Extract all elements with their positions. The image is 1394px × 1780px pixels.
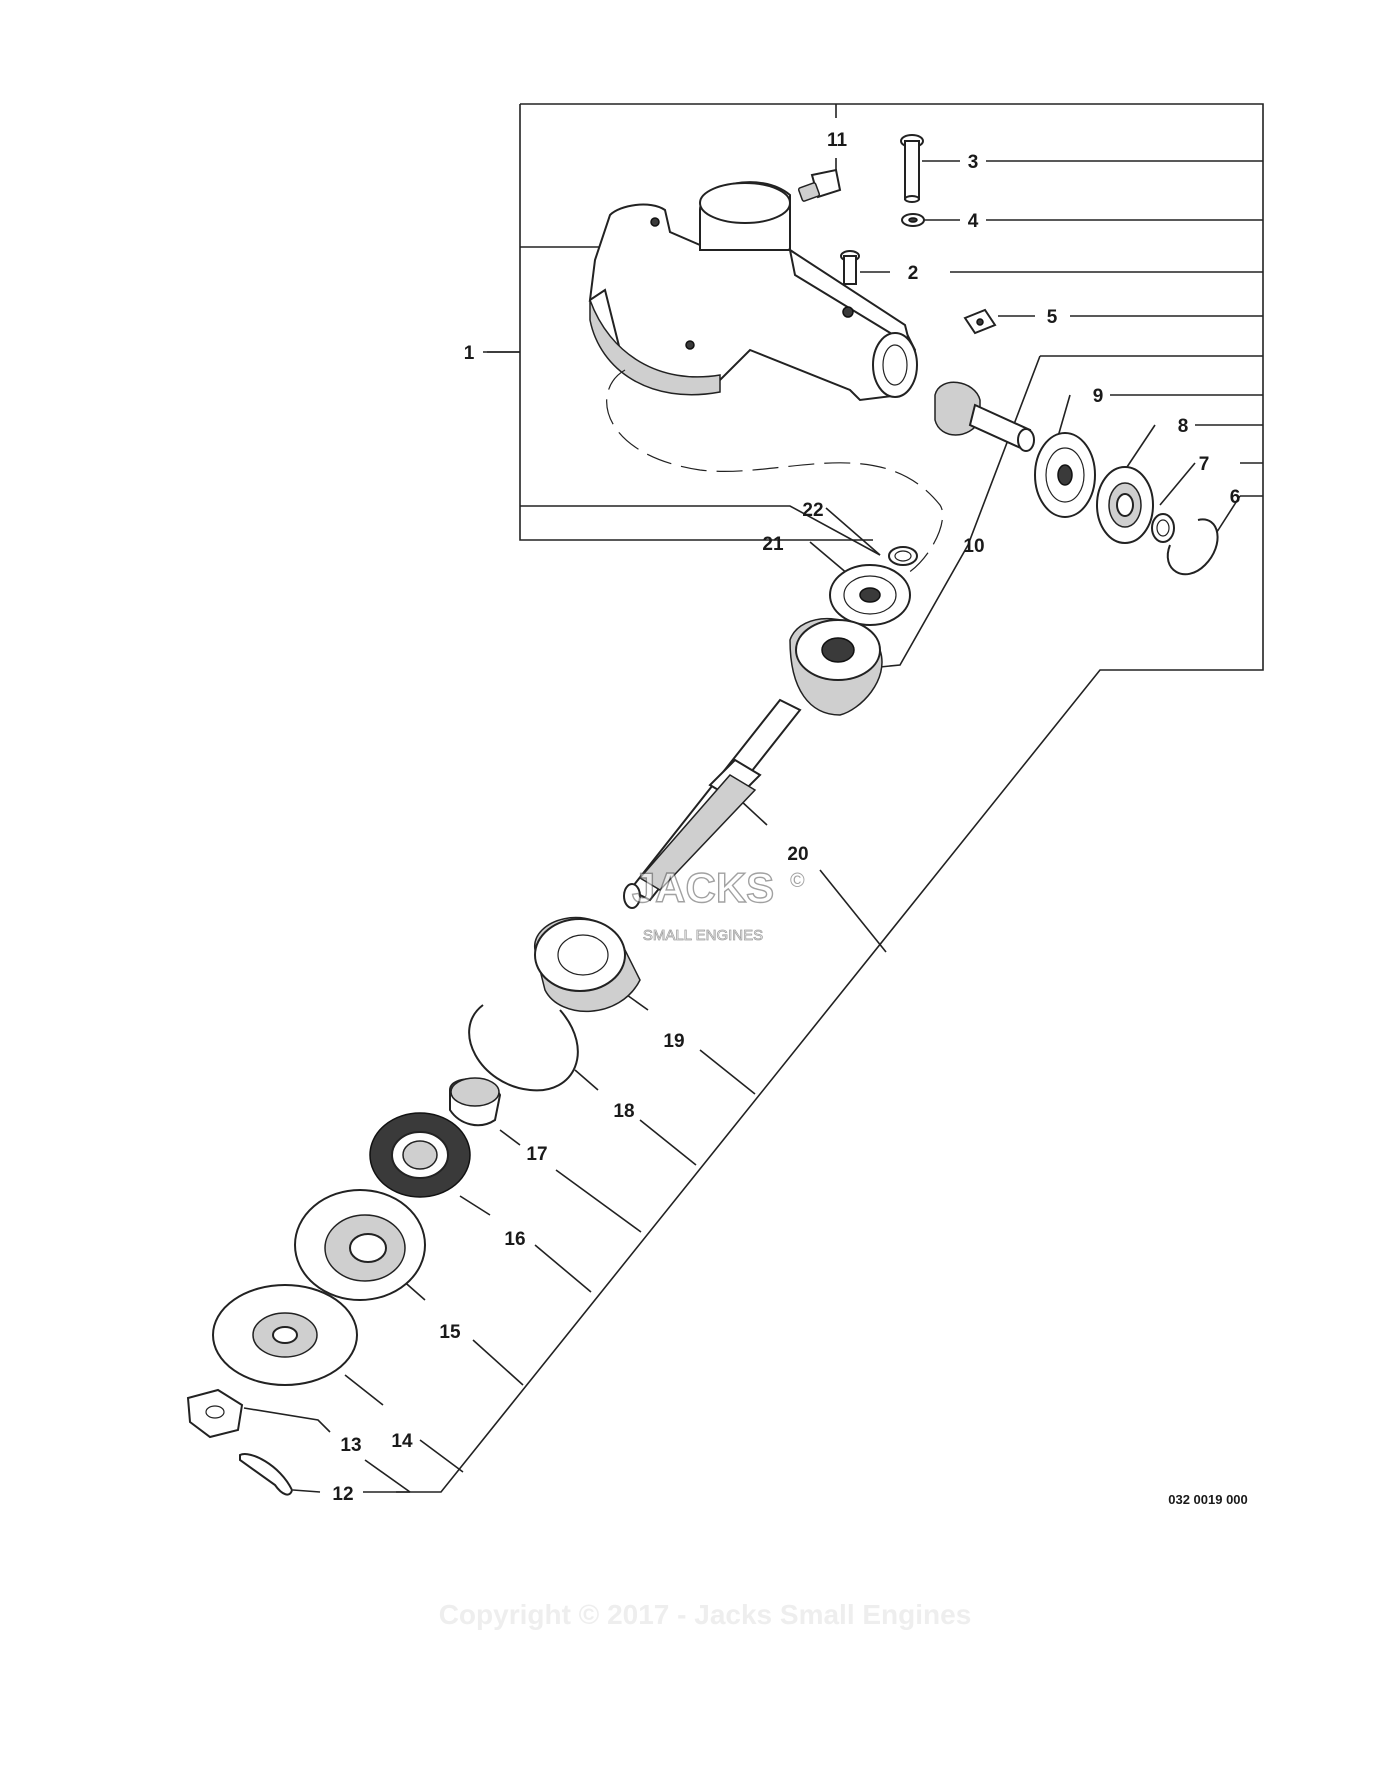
callout-18: 18 bbox=[613, 1101, 634, 1122]
callout-15: 15 bbox=[439, 1322, 461, 1343]
callout-5: 5 bbox=[1047, 307, 1058, 328]
pinion-gear-10-part bbox=[934, 381, 1035, 452]
leader-lines bbox=[243, 103, 1264, 1493]
washer-4-part bbox=[901, 213, 925, 227]
callout-12: 12 bbox=[332, 1484, 353, 1505]
oil-seal-16-part bbox=[369, 1112, 471, 1198]
bearing-8-part bbox=[1096, 466, 1154, 544]
callout-9: 9 bbox=[1093, 386, 1104, 407]
bearing-19-part bbox=[534, 916, 641, 1012]
callout-20: 20 bbox=[787, 844, 808, 865]
nut-13-part bbox=[186, 1388, 244, 1439]
watermark: JACKS © SMALL ENGINES bbox=[631, 863, 805, 944]
watermark-brand: JACKS bbox=[632, 864, 774, 911]
drawing-number: 032 0019 000 bbox=[1168, 1492, 1248, 1507]
callout-19: 19 bbox=[663, 1031, 684, 1052]
callout-17: 17 bbox=[526, 1144, 547, 1165]
bolt-11-part bbox=[797, 168, 842, 202]
holder-15-part bbox=[294, 1189, 426, 1301]
callout-14: 14 bbox=[391, 1431, 413, 1452]
spindle-shaft-20-part bbox=[623, 698, 802, 909]
callout-10: 10 bbox=[963, 536, 984, 557]
callout-22: 22 bbox=[802, 500, 823, 521]
bevel-gear-part bbox=[789, 618, 883, 716]
callout-13: 13 bbox=[340, 1435, 361, 1456]
bearing-21-part bbox=[829, 564, 911, 626]
callout-4: 4 bbox=[968, 211, 979, 232]
callout-7: 7 bbox=[1199, 454, 1210, 475]
callout-6: 6 bbox=[1230, 487, 1241, 508]
callout-1: 1 bbox=[464, 343, 475, 364]
protector-14-part bbox=[212, 1284, 358, 1386]
callout-11: 11 bbox=[827, 130, 848, 151]
washer-7-part bbox=[1151, 513, 1175, 543]
snap-ring-18-part bbox=[468, 1004, 579, 1092]
watermark-tagline: SMALL ENGINES bbox=[643, 927, 763, 944]
snap-ring-6-part bbox=[1166, 518, 1219, 576]
plate-5-part bbox=[963, 308, 997, 335]
callout-16: 16 bbox=[504, 1229, 525, 1250]
callout-3: 3 bbox=[968, 152, 979, 173]
bolt-3-part bbox=[900, 134, 924, 203]
watermark-copyright-symbol: © bbox=[790, 870, 805, 892]
gear-housing-part bbox=[588, 181, 944, 576]
callout-labels: 1 2 3 4 5 6 7 8 9 10 11 12 13 14 15 16 1… bbox=[332, 130, 1240, 1505]
bushing-17-part bbox=[449, 1077, 502, 1127]
callout-2: 2 bbox=[908, 263, 919, 284]
bolt-2-part bbox=[840, 250, 860, 285]
washer-22-part bbox=[888, 546, 918, 566]
bearing-9-part bbox=[1034, 432, 1096, 518]
cotter-pin-12-part bbox=[239, 1453, 294, 1496]
callout-8: 8 bbox=[1178, 416, 1189, 437]
copyright-footer: Copyright © 2017 - Jacks Small Engines bbox=[439, 1599, 972, 1630]
callout-21: 21 bbox=[762, 534, 784, 555]
